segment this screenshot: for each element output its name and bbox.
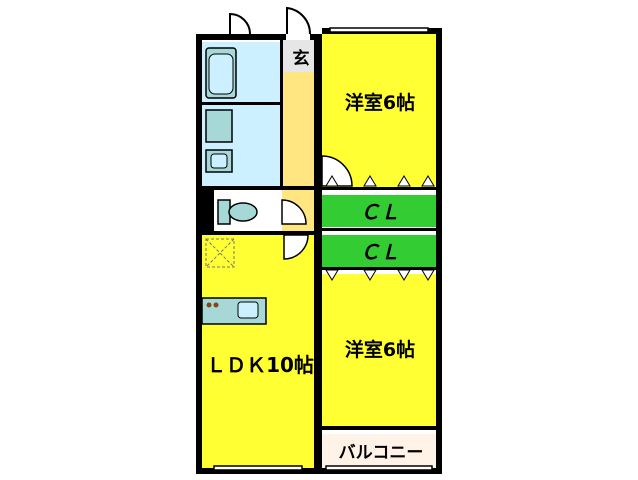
storage-marker: [205, 238, 235, 268]
closet-top-area: [322, 195, 436, 227]
kitchen-counter-icon: [201, 297, 267, 325]
door-swing-top-left: [229, 12, 251, 35]
bathtub-icon: [205, 47, 237, 99]
closet-door-marks: [325, 175, 435, 281]
closet-top-label: ＣＬ: [360, 202, 400, 224]
entrance-label: 玄: [293, 48, 310, 69]
closet-bottom-label: ＣＬ: [360, 242, 400, 264]
ldk-label: ＬＤＫ10帖: [206, 353, 314, 377]
door-swing-toilet: [281, 199, 307, 225]
sink-icon: [205, 149, 233, 173]
room-top-label: 洋室6帖: [345, 91, 415, 114]
door-swing-room-top: [321, 155, 353, 187]
balcony-area: [322, 434, 436, 468]
entrance-area: [282, 40, 314, 72]
balcony-label: バルコニー: [339, 443, 424, 463]
windows: [213, 27, 433, 471]
door-swing-ldk: [283, 234, 309, 260]
ldk-area: [202, 234, 314, 468]
room-top: [322, 34, 436, 187]
toilet-icon: [217, 199, 258, 225]
closet-bottom-area: [322, 235, 436, 267]
room-bottom: [322, 274, 436, 426]
room-bottom-label: 洋室6帖: [345, 338, 415, 361]
washing-machine-icon: [205, 109, 233, 143]
door-swing-entrance: [286, 6, 312, 35]
